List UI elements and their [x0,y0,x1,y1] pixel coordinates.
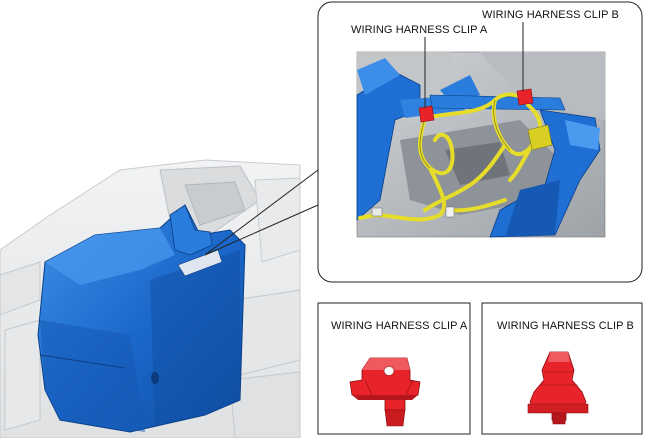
clip-a-illustration [349,357,421,427]
clip-a-marker [418,105,435,123]
inset-photo [356,51,606,238]
detail-b-label: WIRING HARNESS CLIP B [497,320,634,332]
detail-a-label: WIRING HARNESS CLIP A [331,320,468,332]
clip-b-marker [516,88,534,106]
console-shape [37,204,246,433]
callout-leader [204,169,319,256]
clip-b-illustration [527,351,589,425]
clip-a-callout-label: WIRING HARNESS CLIP A [351,24,488,36]
clip-b-callout-label: WIRING HARNESS CLIP B [482,9,619,21]
